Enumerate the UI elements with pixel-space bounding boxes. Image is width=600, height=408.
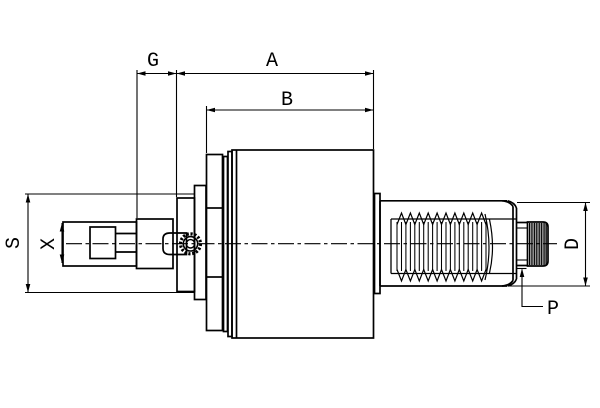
spline-drive-end bbox=[516, 221, 549, 270]
dim-label-g: G bbox=[147, 50, 160, 73]
dim-label-x: X bbox=[38, 237, 61, 251]
main-body bbox=[231, 149, 375, 339]
dim-label-p: P bbox=[547, 298, 560, 321]
dimension-arrowheads bbox=[25, 71, 588, 293]
dim-label-d: D bbox=[562, 237, 585, 251]
clamp-screw-head bbox=[178, 232, 203, 256]
threaded-cylinder bbox=[379, 199, 518, 287]
thread-profile bbox=[396, 211, 494, 283]
dim-label-b: B bbox=[281, 89, 294, 112]
dim-label-s: S bbox=[3, 236, 26, 250]
dim-label-a: A bbox=[266, 50, 279, 73]
clamp-stem bbox=[162, 232, 188, 256]
dimension-s bbox=[25, 193, 195, 294]
dimension-lines bbox=[25, 70, 590, 308]
p-leader bbox=[521, 269, 543, 308]
flange-stack bbox=[176, 150, 233, 338]
clamp-actuator bbox=[62, 218, 188, 270]
